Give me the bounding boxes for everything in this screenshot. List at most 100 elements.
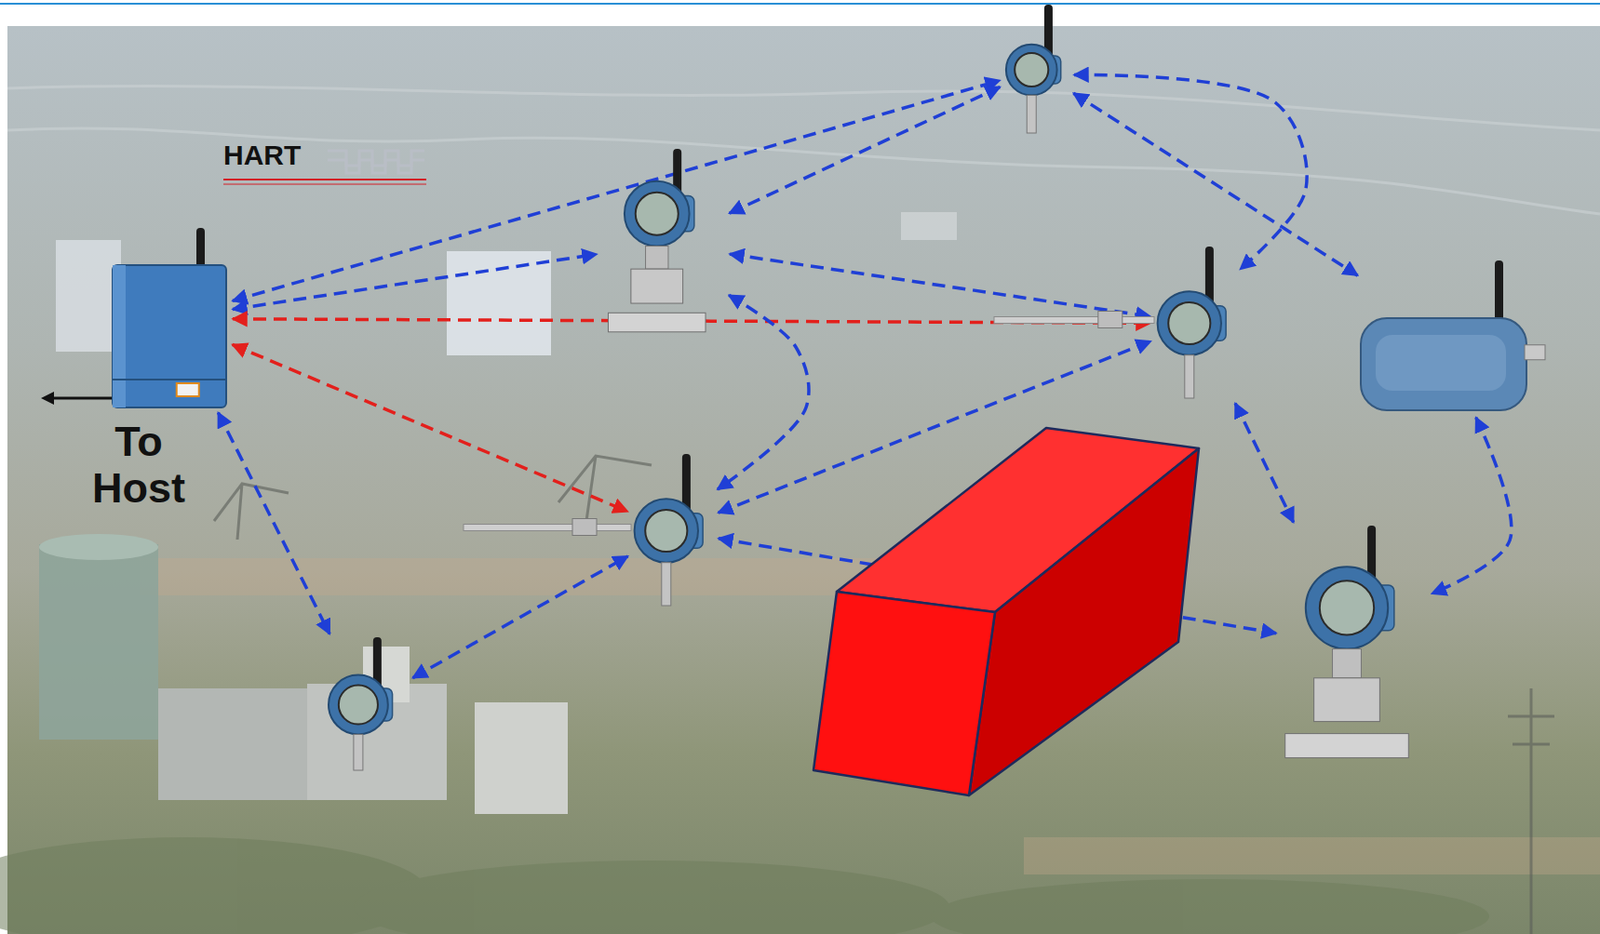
wireless-link bbox=[1431, 417, 1512, 594]
logo-text: HART bbox=[223, 139, 301, 172]
lcd-display bbox=[1168, 302, 1211, 345]
drawing-part bbox=[1023, 837, 1600, 875]
probe-fitting bbox=[572, 519, 597, 537]
drawing-part bbox=[327, 150, 425, 174]
drawing-part bbox=[39, 544, 159, 740]
wireless-gateway bbox=[112, 228, 229, 410]
device-icon bbox=[1360, 260, 1546, 411]
drawing-part bbox=[813, 428, 1199, 796]
adapter-body bbox=[1360, 318, 1527, 411]
host-label: To Host bbox=[63, 418, 215, 512]
wireless-transmitter bbox=[631, 454, 715, 608]
wireless-link bbox=[717, 295, 809, 490]
top-rule bbox=[0, 2, 1600, 5]
device-drawing bbox=[1360, 260, 1547, 415]
wireless-link bbox=[232, 344, 629, 511]
drawing-part bbox=[1507, 688, 1555, 934]
device-drawing bbox=[321, 637, 410, 773]
device-drawing bbox=[631, 454, 715, 608]
block-top-face bbox=[836, 428, 1199, 613]
adapter-face bbox=[1375, 335, 1506, 391]
drawing-part bbox=[327, 160, 425, 174]
sensor-probe bbox=[463, 524, 632, 532]
coplanar-flange bbox=[1285, 734, 1410, 759]
device-icon bbox=[328, 637, 393, 771]
process-connection bbox=[353, 734, 364, 771]
wireless-link bbox=[718, 538, 1277, 634]
transmitter-housing bbox=[624, 181, 690, 247]
brush bbox=[0, 837, 1490, 934]
transmitter-housing bbox=[1006, 44, 1058, 96]
drawing-part bbox=[55, 240, 122, 352]
photo-ground bbox=[7, 26, 1600, 934]
sensor-module bbox=[1314, 678, 1381, 723]
drawing-part bbox=[474, 702, 568, 815]
drawing-part bbox=[223, 178, 427, 181]
host-arrow bbox=[40, 391, 113, 405]
transmitter-housing bbox=[1305, 566, 1388, 649]
enclosure-seam bbox=[112, 378, 227, 381]
wireless-transmitter bbox=[1279, 525, 1429, 768]
drawing-part bbox=[930, 879, 1490, 934]
pump-jacks bbox=[214, 456, 1555, 934]
device-icon bbox=[607, 148, 706, 333]
wireless-link bbox=[729, 87, 1001, 215]
block-side-face bbox=[968, 448, 1199, 796]
device-icon bbox=[994, 246, 1226, 399]
drawing-part bbox=[446, 251, 552, 356]
coplanar-flange bbox=[607, 312, 706, 333]
drawing-part bbox=[7, 128, 1600, 215]
conduit-fitting bbox=[1524, 345, 1546, 361]
drawing-part bbox=[158, 688, 308, 801]
wireless-link bbox=[217, 413, 330, 635]
wireless-link bbox=[232, 80, 1000, 301]
sensor-module bbox=[631, 268, 684, 304]
device-drawing bbox=[600, 148, 727, 340]
warning-sticker bbox=[176, 383, 200, 397]
device-icon bbox=[1285, 525, 1410, 759]
transmitter-housing bbox=[1157, 291, 1222, 355]
block-front-face bbox=[813, 591, 995, 796]
drawing-part bbox=[40, 391, 54, 405]
wireless-transmitter bbox=[600, 148, 727, 340]
drawing-part bbox=[327, 150, 425, 166]
wireless-transmitter bbox=[1154, 246, 1238, 401]
device-icon bbox=[463, 454, 703, 606]
wireless-link bbox=[1235, 403, 1294, 524]
process-connection bbox=[1026, 94, 1036, 134]
sensor-probe bbox=[994, 317, 1155, 324]
enclosure-edge bbox=[112, 265, 126, 408]
lcd-display bbox=[1319, 580, 1374, 635]
process-connection bbox=[661, 563, 672, 606]
wireless-link bbox=[232, 254, 597, 310]
storage-tanks bbox=[39, 212, 957, 815]
drawing-part bbox=[52, 397, 113, 401]
transmitter-housing bbox=[328, 675, 389, 736]
distant-roads bbox=[7, 86, 1600, 215]
process-connection bbox=[1184, 355, 1195, 399]
wireless-link bbox=[718, 341, 1152, 513]
drawing-part bbox=[223, 184, 427, 186]
device-drawing bbox=[112, 228, 229, 410]
lcd-display bbox=[645, 510, 687, 552]
device-icon bbox=[112, 228, 227, 408]
drawing-part bbox=[7, 86, 1600, 131]
gateway-enclosure bbox=[112, 265, 227, 408]
wireless-link bbox=[1074, 74, 1307, 269]
wireless-link bbox=[729, 254, 1151, 317]
transmitter-housing bbox=[634, 498, 699, 563]
wireless-transmitter bbox=[321, 637, 410, 773]
drawing-part bbox=[39, 534, 159, 561]
wireless-adapter bbox=[1360, 260, 1547, 415]
sensor-neck bbox=[1332, 649, 1362, 679]
wireless-link bbox=[412, 556, 628, 679]
lcd-display bbox=[635, 192, 679, 236]
sensor-neck bbox=[645, 246, 669, 270]
device-icon bbox=[1006, 4, 1062, 134]
drawing-part bbox=[0, 837, 429, 934]
dirt-bands bbox=[139, 558, 1600, 875]
wireless-link bbox=[1073, 93, 1358, 276]
device-drawing bbox=[1003, 4, 1071, 135]
drawing-part bbox=[353, 860, 950, 934]
